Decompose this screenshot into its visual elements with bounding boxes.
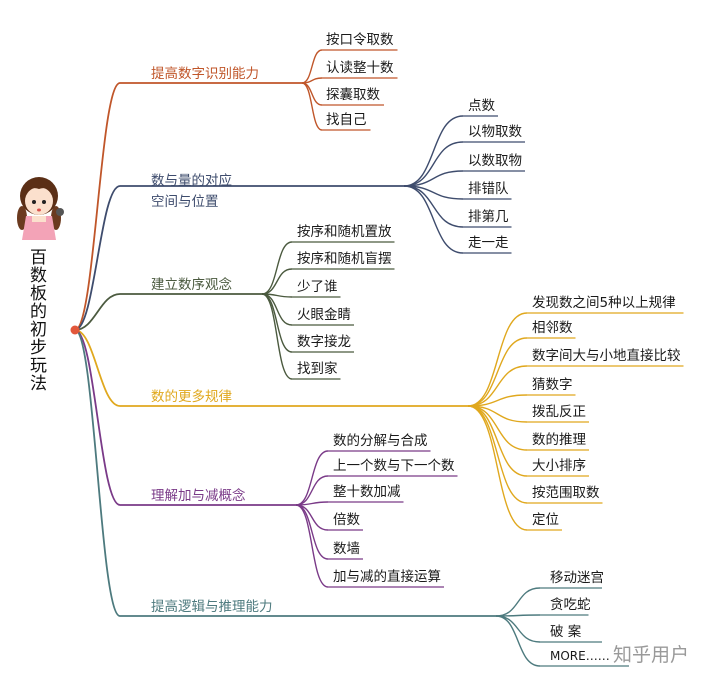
child-node-label: 数字接龙 bbox=[297, 334, 351, 350]
branch-label-4: 数的更多规律 bbox=[151, 389, 232, 405]
branch-connector-2 bbox=[74, 185, 404, 331]
child-node-label: 倍数 bbox=[333, 512, 360, 528]
child-node-label: 大小排序 bbox=[532, 458, 586, 474]
child-node-label: 排错队 bbox=[468, 181, 509, 197]
child-connector bbox=[403, 115, 464, 187]
child-node-label: 定位 bbox=[532, 512, 559, 528]
child-node-label: 找自己 bbox=[326, 112, 367, 128]
child-connector bbox=[261, 293, 293, 380]
child-connector bbox=[403, 185, 464, 254]
child-node-label: 按范围取数 bbox=[532, 485, 600, 501]
branch-label-1: 提高数字识别能力 bbox=[151, 66, 259, 82]
child-connector bbox=[467, 312, 528, 407]
child-connector bbox=[467, 337, 528, 407]
child-node-label: 少了谁 bbox=[297, 279, 338, 295]
branch-label-2: 数与量的对应 bbox=[151, 173, 232, 189]
child-node-label: 以数取物 bbox=[468, 153, 522, 169]
child-node-label: 排第几 bbox=[468, 209, 509, 225]
child-connector bbox=[301, 49, 323, 84]
branch-label-3: 建立数序观念 bbox=[151, 277, 232, 293]
child-node-label: 上一个数与下一个数 bbox=[333, 458, 455, 474]
child-node-label: 以物取数 bbox=[468, 124, 522, 140]
child-node-label: 走一走 bbox=[468, 235, 509, 251]
child-node-label: 火眼金睛 bbox=[297, 307, 351, 323]
child-connector bbox=[467, 405, 528, 451]
child-node-label: 整十数加减 bbox=[333, 484, 401, 500]
child-node-label: 破 案 bbox=[550, 624, 582, 640]
child-connector bbox=[467, 405, 528, 531]
child-connector bbox=[295, 504, 329, 560]
child-node-label: 认读整十数 bbox=[326, 60, 394, 76]
child-node-label: 数的推理 bbox=[532, 432, 586, 448]
root-title: 百数板的初步玩法 bbox=[26, 248, 46, 392]
branch-connector-4 bbox=[74, 329, 468, 407]
branch-connector-3 bbox=[74, 293, 262, 331]
child-connector bbox=[295, 504, 329, 531]
child-node-label: 数墙 bbox=[333, 541, 360, 557]
child-connector bbox=[467, 365, 528, 407]
child-connector bbox=[295, 475, 329, 506]
branch-connector-6 bbox=[74, 329, 496, 617]
child-node-label: 探囊取数 bbox=[326, 87, 380, 103]
child-connector bbox=[467, 405, 528, 423]
child-connector bbox=[495, 587, 541, 617]
child-connector bbox=[495, 615, 541, 667]
child-connector bbox=[403, 170, 464, 187]
child-node-label: 移动迷宫 bbox=[550, 570, 604, 586]
child-node-label: 点数 bbox=[468, 98, 495, 114]
child-node-label: 数的分解与合成 bbox=[333, 433, 428, 449]
child-connector bbox=[467, 405, 528, 504]
child-connector bbox=[301, 77, 323, 84]
root-node-dot bbox=[70, 325, 80, 335]
child-connector bbox=[261, 293, 293, 353]
child-node-label: 贪吃蛇 bbox=[550, 597, 591, 613]
child-node-label: 拨乱反正 bbox=[532, 404, 586, 420]
branch-label-6: 提高逻辑与推理能力 bbox=[151, 599, 273, 615]
branch-label-5: 理解加与减概念 bbox=[151, 488, 246, 504]
child-connector bbox=[301, 82, 323, 131]
branch-connector-1 bbox=[74, 82, 302, 331]
child-node-label: 发现数之间5种以上规律 bbox=[532, 295, 676, 311]
child-connector bbox=[403, 141, 464, 187]
child-connector bbox=[301, 82, 323, 106]
watermark: 知乎用户 bbox=[613, 644, 690, 666]
child-node-label: 按序和随机盲摆 bbox=[297, 251, 392, 267]
child-connector bbox=[261, 241, 293, 295]
girl-illustration-icon bbox=[17, 177, 64, 240]
child-node-label: 数字间大与小地直接比较 bbox=[532, 348, 681, 364]
child-node-label: MORE…… bbox=[550, 649, 610, 663]
child-node-label: 猜数字 bbox=[532, 377, 573, 393]
child-connector bbox=[295, 450, 329, 506]
child-node-label: 加与减的直接运算 bbox=[333, 569, 441, 585]
child-node-label: 相邻数 bbox=[532, 320, 573, 336]
child-node-label: 按口令取数 bbox=[326, 32, 394, 48]
child-connector bbox=[295, 504, 329, 588]
child-connector bbox=[495, 615, 541, 643]
branch-label-2-line2: 空间与位置 bbox=[151, 194, 219, 210]
child-connector bbox=[261, 268, 293, 295]
branch-connector-5 bbox=[74, 329, 296, 506]
child-node-label: 按序和随机置放 bbox=[297, 224, 392, 240]
child-node-label: 找到家 bbox=[297, 361, 338, 377]
